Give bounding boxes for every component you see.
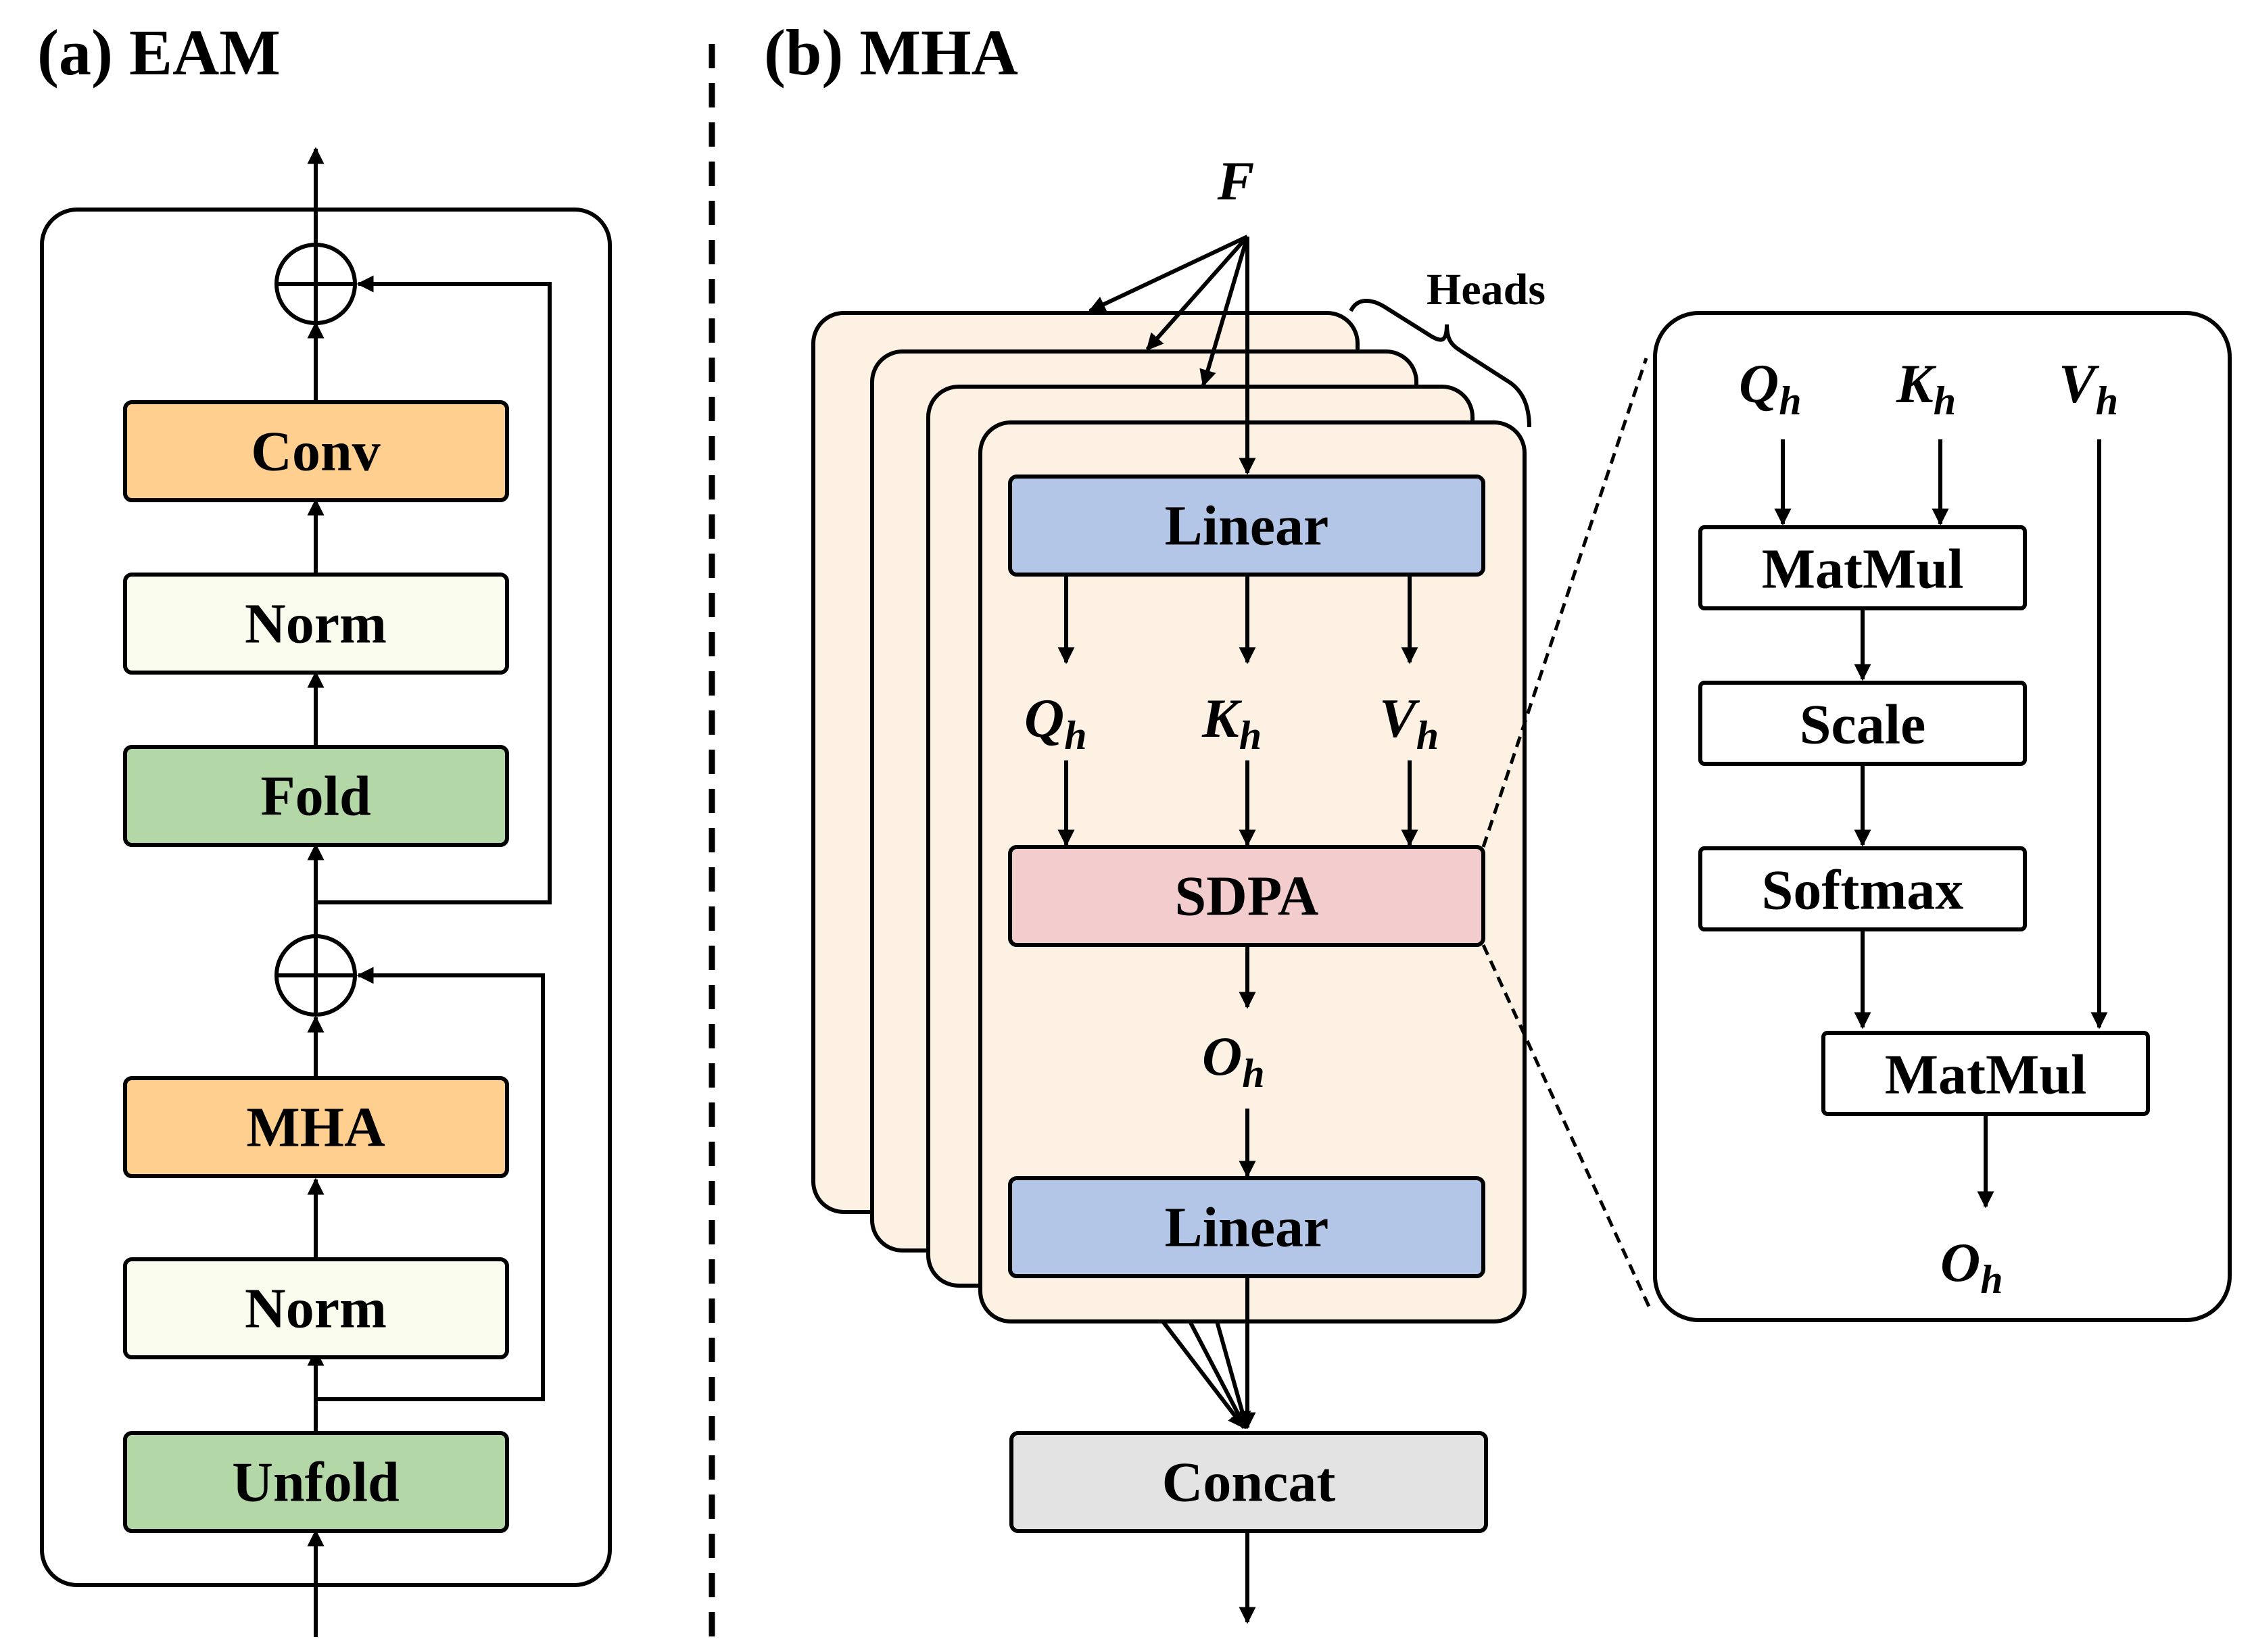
fold-label: Fold: [260, 765, 370, 828]
norm-bottom-label: Norm: [245, 1278, 387, 1340]
conv-block: Conv: [123, 400, 509, 502]
mha-label: MHA: [246, 1096, 385, 1159]
input-f-label: F: [1217, 150, 1255, 212]
linear-in-label: Linear: [1165, 495, 1329, 558]
linear-in-block: Linear: [1008, 475, 1485, 577]
heads-label: Heads: [1427, 265, 1546, 314]
q-h-label: Qh: [1024, 687, 1087, 758]
f-arrow-head-2: [1145, 235, 1249, 351]
k-h-label: Kh: [1201, 687, 1262, 758]
unfold-block: Unfold: [123, 1431, 509, 1533]
zoom-line-top: [1481, 358, 1648, 848]
softmax-block: Softmax: [1698, 846, 2027, 931]
conv-label: Conv: [251, 420, 380, 483]
unfold-label: Unfold: [232, 1451, 399, 1514]
residual-connection-upper: [316, 275, 552, 904]
softmax-label: Softmax: [1762, 859, 1964, 922]
panel-a-title: (a) EAM: [37, 16, 281, 89]
add-operator-upper: [274, 243, 357, 325]
panel-b-title: (b) MHA: [764, 16, 1018, 89]
head-out-arrow-2: [1188, 1320, 1247, 1430]
eam-container: [40, 208, 612, 1587]
add-operator-lower: [274, 934, 357, 1017]
concat-label: Concat: [1162, 1451, 1336, 1514]
detail-o-h-label: Oh: [1940, 1232, 2003, 1302]
sdpa-label: SDPA: [1174, 865, 1318, 928]
linear-out-label: Linear: [1165, 1196, 1329, 1259]
fold-block: Fold: [123, 745, 509, 847]
sdpa-block: SDPA: [1008, 845, 1485, 947]
matmul-block-1: MatMul: [1698, 525, 2027, 610]
detail-q-h-label: Qh: [1739, 353, 1802, 423]
matmul-1-label: MatMul: [1762, 538, 1964, 601]
head-out-arrow-3: [1161, 1320, 1246, 1430]
o-h-label: Oh: [1202, 1025, 1265, 1096]
concat-block: Concat: [1009, 1431, 1488, 1533]
mha-block: MHA: [123, 1076, 509, 1178]
zoom-line-bottom: [1481, 944, 1652, 1309]
f-arrow-head-1: [1199, 236, 1249, 387]
norm-block-bottom: Norm: [123, 1257, 509, 1359]
scale-block: Scale: [1698, 681, 2027, 766]
detail-v-h-label: Vh: [2059, 353, 2118, 423]
head-out-arrow-1: [1215, 1321, 1251, 1430]
scale-label: Scale: [1800, 694, 1926, 756]
norm-block-top: Norm: [123, 573, 509, 675]
matmul-block-2: MatMul: [1821, 1031, 2150, 1116]
heads-brace: [1349, 298, 1531, 428]
v-h-label: Vh: [1379, 687, 1439, 758]
residual-connection-lower: [316, 967, 545, 1401]
linear-out-block: Linear: [1008, 1176, 1485, 1278]
f-arrow-head-3: [1088, 235, 1249, 313]
matmul-2-label: MatMul: [1885, 1044, 2087, 1107]
norm-top-label: Norm: [245, 593, 387, 656]
detail-k-h-label: Kh: [1896, 353, 1956, 423]
